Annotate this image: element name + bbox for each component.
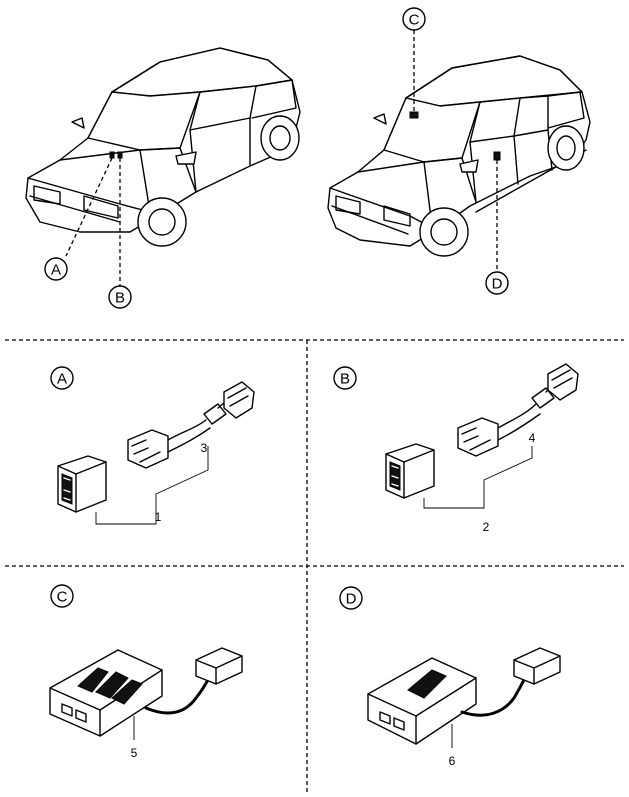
door-switch-c <box>49 649 163 737</box>
callout-c-car: C <box>402 7 426 31</box>
door-switch-d-connector <box>460 647 561 717</box>
part-number-3: 3 <box>201 441 208 455</box>
callout-b-car: B <box>108 285 132 309</box>
part-number-6: 6 <box>449 754 456 768</box>
callout-d-car-label: D <box>492 276 503 293</box>
panel-b-letter: B <box>340 371 350 388</box>
part-number-5: 5 <box>131 746 138 760</box>
panel-a: A 1 3 <box>50 366 255 525</box>
callout-c-car-label: C <box>409 12 420 29</box>
harness-a <box>127 381 255 469</box>
part-number-1: 1 <box>155 510 162 524</box>
panel-a-letter: A <box>57 371 67 388</box>
panel-d-letter: D <box>346 591 357 608</box>
door-switch-c-connector <box>144 647 243 715</box>
five-door-car <box>327 55 591 257</box>
window-switch-a <box>57 455 107 513</box>
callout-a-car: A <box>44 257 68 281</box>
panel-b: B 2 4 <box>333 363 579 534</box>
panel-c-letter: C <box>57 589 68 606</box>
window-switch-b <box>385 443 435 499</box>
part-number-4: 4 <box>529 431 536 445</box>
callout-b-car-label: B <box>115 290 125 307</box>
three-door-car <box>25 47 301 247</box>
harness-b <box>457 363 579 457</box>
panel-c: C 5 <box>49 584 243 760</box>
part-number-2: 2 <box>483 520 490 534</box>
door-switch-d <box>367 657 477 745</box>
panel-d: D 6 <box>339 586 561 768</box>
callout-a-car-label: A <box>51 262 61 279</box>
callout-d-car: D <box>485 271 509 295</box>
